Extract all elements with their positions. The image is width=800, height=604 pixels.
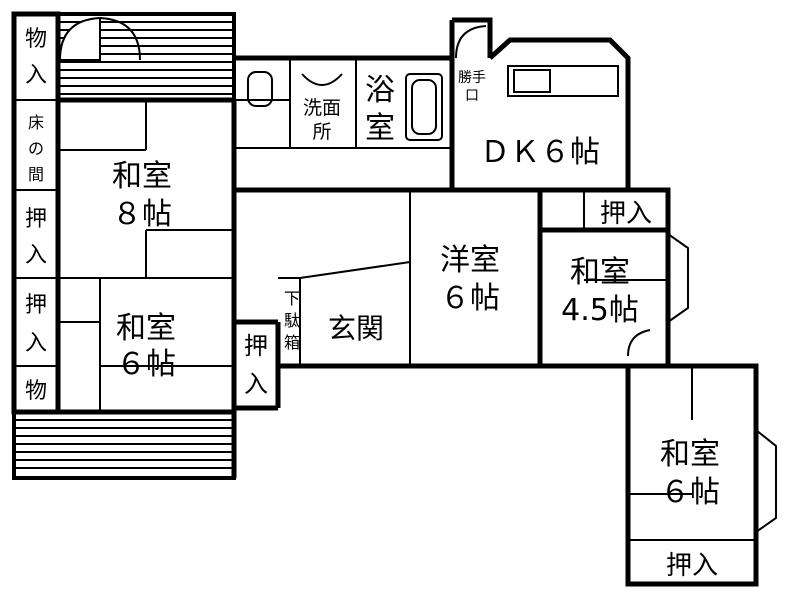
label-char: 床 <box>28 113 44 132</box>
room-name: 和室 <box>112 159 172 194</box>
label-mono-iri-top: 物 入 <box>25 27 47 88</box>
room-size: ６帖 <box>660 475 720 510</box>
label-tokonoma: 床 の 間 <box>28 113 44 184</box>
label-oshiire-45: 押入 <box>600 199 652 229</box>
label-washitsu-6-right: 和室 ６帖 <box>660 437 720 510</box>
label-getabako: 下 駄 箱 <box>284 289 300 352</box>
label-char: 入 <box>25 63 47 88</box>
engawa-bottom <box>12 410 236 480</box>
label-char: 浴 <box>365 73 395 108</box>
label-yoshitsu-6: 洋室 ６帖 <box>440 243 500 316</box>
label-katteguchi: 勝手 口 <box>458 70 486 104</box>
label-genkan: 玄関 <box>328 312 384 345</box>
label-char: 物 <box>25 27 47 52</box>
label-mono-small: 物 <box>25 379 47 404</box>
label-char: 下 <box>284 289 300 308</box>
label-char: 入 <box>25 243 47 268</box>
label-char: 押 <box>244 332 268 360</box>
interior-lines <box>14 25 777 541</box>
room-size: ８帖 <box>112 197 172 232</box>
label-oshiire-left-1: 押 入 <box>25 207 47 268</box>
label-char: 間 <box>28 165 44 184</box>
label-yokushitsu: 浴 室 <box>365 73 395 146</box>
label-oshiire-hall: 押 入 <box>244 332 268 398</box>
label-char: 入 <box>244 370 268 398</box>
room-size: 4.5帖 <box>561 293 639 328</box>
door-swing <box>58 16 141 61</box>
room-name: 洋室 <box>440 243 500 278</box>
label-oshiire-bottom: 押入 <box>666 551 718 581</box>
label-char: 入 <box>25 331 47 356</box>
label-washitsu-8: 和室 ８帖 <box>112 159 172 232</box>
room-name: 和室 <box>570 255 630 290</box>
room-name: 和室 <box>660 437 720 472</box>
label-char: 箱 <box>284 333 300 352</box>
label-char: 駄 <box>284 311 300 330</box>
label-line: 洗面 <box>303 97 341 119</box>
label-char: の <box>28 139 44 158</box>
label-char: 室 <box>365 111 395 146</box>
room-size: ６帖 <box>440 281 500 316</box>
label-char: 押 <box>25 207 47 232</box>
label-washitsu-6-left: 和室 ６帖 <box>116 311 176 382</box>
label-line: 勝手 <box>458 70 486 86</box>
label-dk: ＤＫ６帖 <box>480 135 600 170</box>
label-line: 所 <box>312 121 331 143</box>
room-name: 和室 <box>116 311 176 346</box>
label-oshiire-left-2: 押 入 <box>25 293 47 356</box>
label-char: 押 <box>25 293 47 318</box>
label-line: 口 <box>465 88 479 104</box>
room-size: ６帖 <box>116 347 176 382</box>
label-washitsu-45: 和室 4.5帖 <box>561 255 639 328</box>
label-senmenjo: 洗面 所 <box>303 97 341 143</box>
